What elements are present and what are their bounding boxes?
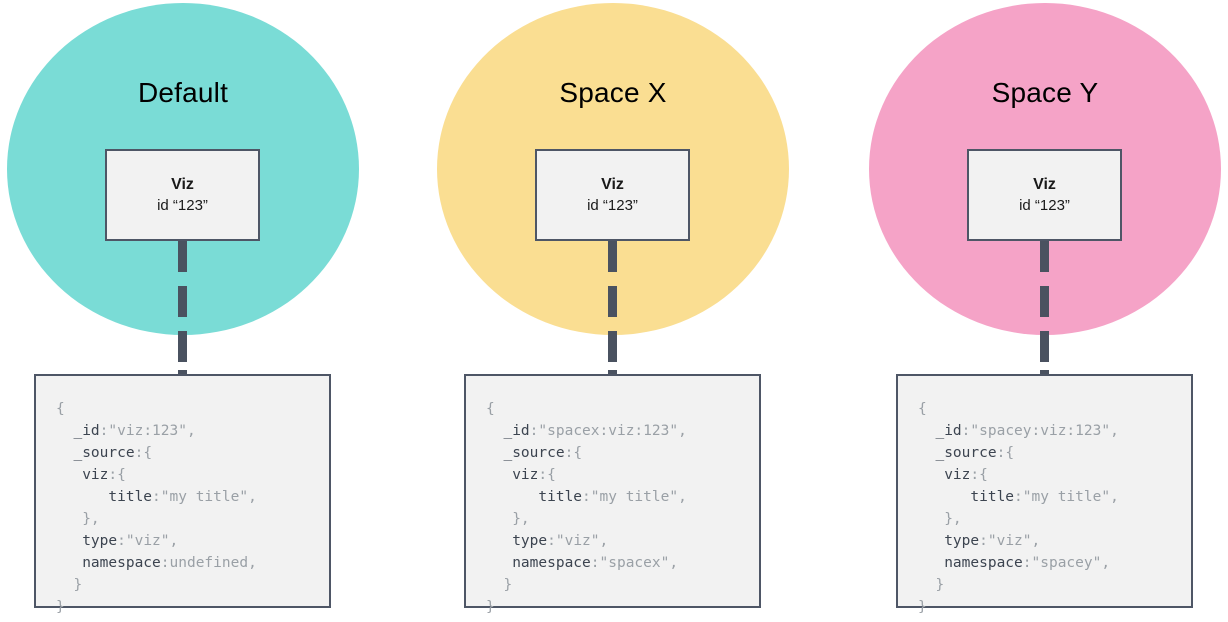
connector-dash [608,241,617,272]
connector-dash [1040,286,1049,317]
space-title-spacey: Space Y [991,77,1099,108]
viz-node-title: Viz [601,175,624,193]
space-group-spacex: Space X Viz id “123” { _id:"spacex:viz:1… [435,0,791,622]
connector-dash [1040,370,1049,377]
connector-dash [608,286,617,317]
connector-dash [178,331,187,362]
viz-node-subtitle: id “123” [1019,196,1070,214]
document-json-spacey: { _id:"spacey:viz:123", _source:{ viz:{ … [918,401,1119,615]
viz-node-subtitle: id “123” [157,196,208,214]
document-card-spacex: { _id:"spacex:viz:123", _source:{ viz:{ … [464,374,761,615]
viz-node-default[interactable]: Viz id “123” [105,149,260,241]
connector-dash [608,370,617,377]
connector-dash [178,241,187,272]
document-json-default: { _id:"viz:123", _source:{ viz:{ title:"… [56,401,257,615]
viz-node-subtitle: id “123” [587,196,638,214]
viz-node-spacex[interactable]: Viz id “123” [535,149,690,241]
dashed-connector-spacey [1040,241,1049,377]
space-title-default: Default [137,77,229,108]
connector-dash [178,370,187,377]
viz-node-spacey[interactable]: Viz id “123” [967,149,1122,241]
viz-node-title: Viz [1033,175,1056,193]
document-card-default: { _id:"viz:123", _source:{ viz:{ title:"… [34,374,331,615]
document-card-spacey: { _id:"spacey:viz:123", _source:{ viz:{ … [896,374,1193,615]
space-group-spacey: Space Y Viz id “123” { _id:"spacey:viz:1… [867,0,1223,622]
dashed-connector-default [178,241,187,377]
viz-node-title: Viz [171,175,194,193]
connector-dash [608,331,617,362]
connector-dash [1040,241,1049,272]
connector-dash [178,286,187,317]
connector-dash [1040,331,1049,362]
document-json-spacex: { _id:"spacex:viz:123", _source:{ viz:{ … [486,401,687,615]
space-title-spacex: Space X [559,77,667,108]
space-group-default: Default Viz id “123” { _id:"viz:123", _s… [5,0,361,622]
dashed-connector-spacex [608,241,617,377]
